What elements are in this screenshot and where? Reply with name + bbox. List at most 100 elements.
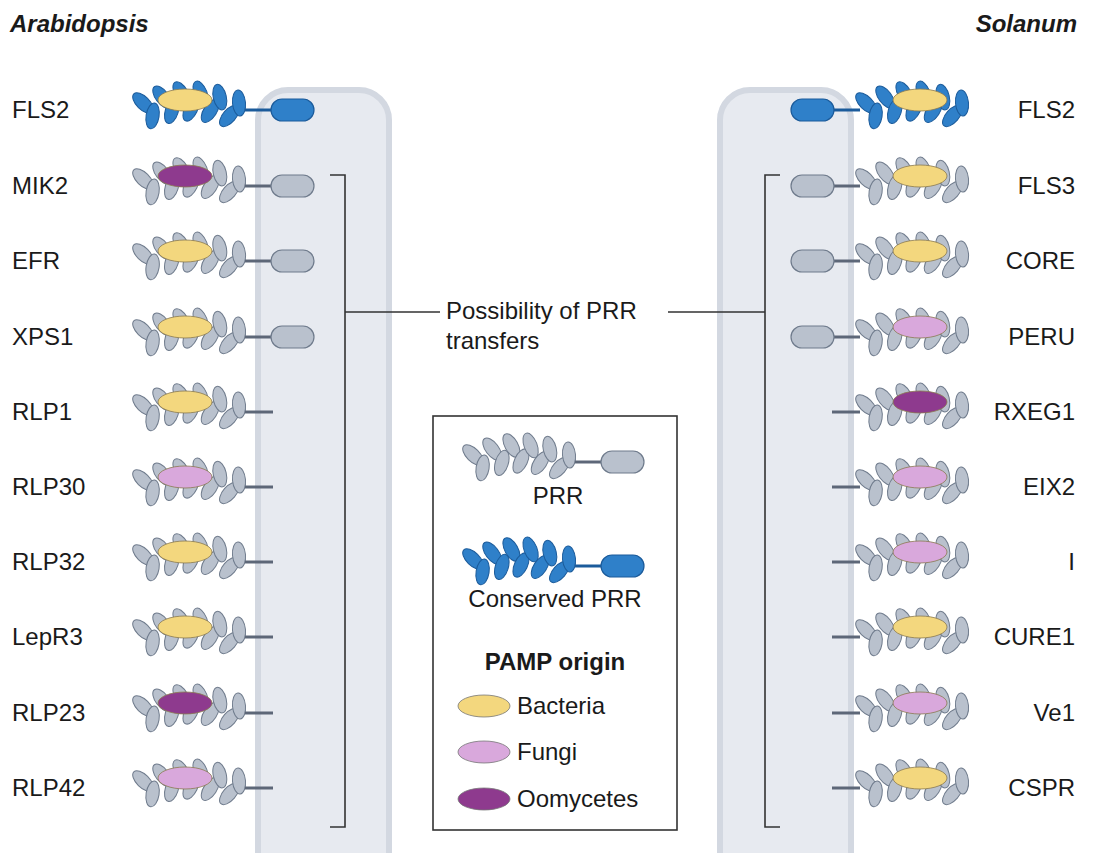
receptor-name: RLP42 bbox=[12, 774, 85, 802]
lrr-repeat bbox=[211, 83, 230, 111]
lrr-repeat bbox=[867, 705, 884, 733]
lrr-repeat bbox=[954, 165, 969, 192]
lrr-repeat bbox=[867, 629, 884, 657]
lrr-repeat bbox=[144, 780, 161, 808]
kinase-domain bbox=[271, 175, 314, 197]
lrr-repeat bbox=[867, 404, 884, 432]
kinase-domain bbox=[271, 99, 314, 121]
receptor-name: RXEG1 bbox=[994, 398, 1075, 426]
lrr-repeat bbox=[231, 165, 246, 192]
prr-receptor bbox=[832, 456, 970, 507]
prr-receptor bbox=[832, 381, 970, 432]
transmembrane bbox=[245, 411, 273, 414]
transmembrane bbox=[834, 336, 860, 339]
lrr-repeat bbox=[231, 391, 246, 418]
lrr-repeat bbox=[144, 178, 161, 206]
lrr-repeat bbox=[541, 435, 560, 463]
prr-receptor bbox=[129, 381, 273, 432]
lrr-repeat bbox=[144, 329, 161, 357]
lrr-repeat bbox=[211, 761, 230, 789]
lrr-repeat bbox=[954, 692, 969, 719]
pamp-ligand bbox=[893, 541, 947, 563]
legend-text: PRR bbox=[533, 482, 584, 510]
legend-swatch bbox=[458, 741, 510, 763]
transmembrane bbox=[832, 712, 860, 715]
pamp-ligand bbox=[893, 466, 947, 488]
lrr-repeat bbox=[954, 767, 969, 794]
transmembrane bbox=[245, 486, 273, 489]
species-name: Arabidopsis bbox=[10, 10, 149, 38]
kinase-domain bbox=[791, 326, 834, 348]
lrr-repeat bbox=[144, 253, 161, 281]
legend-swatch bbox=[458, 695, 510, 717]
prr-receptor bbox=[832, 531, 970, 582]
lrr-repeat bbox=[231, 89, 246, 116]
receptor-name: RLP30 bbox=[12, 473, 85, 501]
lrr-repeat bbox=[144, 554, 161, 582]
transmembrane bbox=[832, 486, 860, 489]
kinase-domain bbox=[601, 451, 644, 473]
prr-receptor bbox=[129, 456, 273, 507]
legend-box bbox=[433, 416, 677, 830]
transmembrane bbox=[245, 561, 273, 564]
kinase-domain bbox=[271, 250, 314, 272]
bracket bbox=[330, 175, 440, 827]
prr-receptor bbox=[791, 230, 970, 281]
transmembrane bbox=[834, 185, 860, 188]
species-name: Solanum bbox=[976, 10, 1077, 38]
pamp-ligand bbox=[158, 767, 212, 789]
receptor-name: XPS1 bbox=[12, 323, 73, 351]
prr-receptor bbox=[832, 757, 970, 808]
pamp-ligand bbox=[158, 316, 212, 338]
membrane-band bbox=[720, 90, 851, 853]
lrr-repeat bbox=[211, 310, 230, 338]
prr-receptor bbox=[129, 79, 314, 130]
lrr-repeat bbox=[231, 541, 246, 568]
lrr-repeat bbox=[144, 629, 161, 657]
transmembrane bbox=[832, 561, 860, 564]
receptor-name: I bbox=[1068, 548, 1075, 576]
receptor-name: RLP32 bbox=[12, 548, 85, 576]
lrr-repeat bbox=[144, 102, 161, 130]
lrr-repeat bbox=[211, 535, 230, 563]
transmembrane bbox=[832, 411, 860, 414]
prr-receptor bbox=[791, 79, 970, 130]
receptor-name: FLS2 bbox=[1018, 96, 1075, 124]
lrr-repeat bbox=[144, 404, 161, 432]
lrr-repeat bbox=[954, 89, 969, 116]
lrr-repeat bbox=[231, 616, 246, 643]
pamp-ligand bbox=[893, 767, 947, 789]
transmembrane bbox=[832, 787, 860, 790]
transmembrane bbox=[245, 185, 271, 188]
transmembrane bbox=[245, 336, 271, 339]
lrr-repeat bbox=[867, 479, 884, 507]
pamp-ligand bbox=[158, 692, 212, 714]
pamp-ligand bbox=[893, 165, 947, 187]
transmembrane bbox=[834, 260, 860, 263]
transmembrane bbox=[245, 787, 273, 790]
pamp-ligand bbox=[893, 240, 947, 262]
transmembrane bbox=[245, 109, 271, 112]
prr-receptor bbox=[791, 155, 970, 206]
receptor-name: CORE bbox=[1006, 247, 1075, 275]
pamp-ligand bbox=[158, 466, 212, 488]
receptor-name: Ve1 bbox=[1034, 699, 1075, 727]
transmembrane bbox=[575, 461, 601, 464]
prr-receptor bbox=[129, 682, 273, 733]
lrr-repeat bbox=[954, 616, 969, 643]
lrr-repeat bbox=[144, 479, 161, 507]
legend-text: Oomycetes bbox=[517, 785, 638, 813]
pamp-ligand bbox=[893, 692, 947, 714]
lrr-repeat bbox=[541, 539, 560, 567]
kinase-domain bbox=[601, 555, 644, 577]
lrr-repeat bbox=[231, 767, 246, 794]
lrr-repeat bbox=[211, 610, 230, 638]
pamp-ligand bbox=[158, 391, 212, 413]
receptor-name: FLS2 bbox=[12, 96, 69, 124]
transmembrane bbox=[245, 636, 273, 639]
lrr-repeat bbox=[211, 234, 230, 262]
bracket bbox=[668, 175, 780, 827]
lrr-repeat bbox=[231, 240, 246, 267]
prr-receptor bbox=[129, 230, 314, 281]
legend-text: Conserved PRR bbox=[468, 585, 641, 613]
